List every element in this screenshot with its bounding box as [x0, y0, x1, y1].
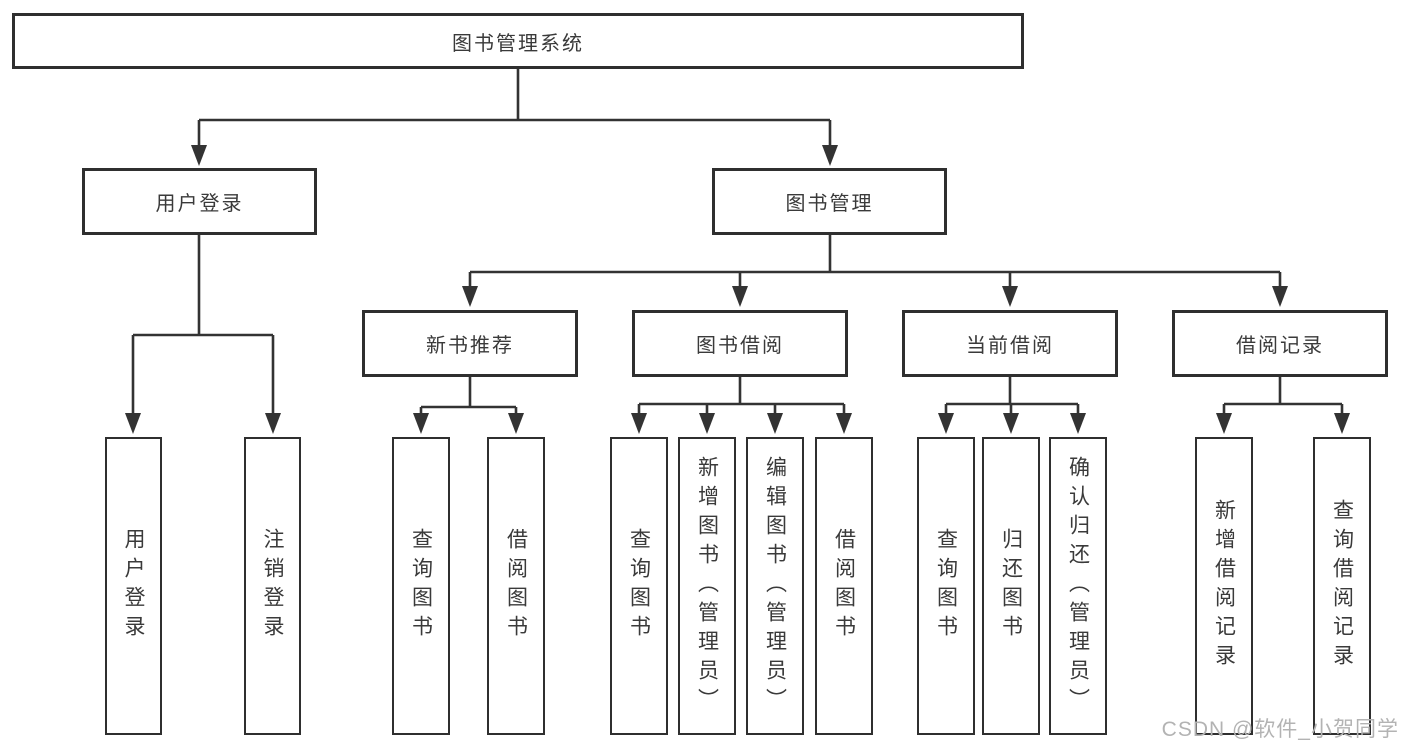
- node-book-management-label: 图书管理: [785, 193, 874, 215]
- leaf-records-query-record: 查询借阅记录: [1313, 437, 1371, 735]
- node-current-borrow-label: 当前借阅: [966, 335, 1054, 357]
- leaf-recommend-borrow-books-label: 借阅图书: [504, 528, 528, 644]
- node-book-borrow-label: 图书借阅: [696, 335, 784, 357]
- node-root-label: 图书管理系统: [452, 32, 584, 55]
- leaf-borrow-query-books-label: 查询图书: [627, 528, 651, 644]
- leaf-borrow-add-books-admin: 新增图书（管理员）: [678, 437, 736, 735]
- leaf-current-query-books-label: 查询图书: [934, 528, 958, 644]
- node-new-book-recommend-label: 新书推荐: [426, 335, 514, 357]
- leaf-borrow-edit-books-admin: 编辑图书（管理员）: [746, 437, 804, 735]
- node-user-login: 用户登录: [82, 168, 317, 235]
- leaf-current-confirm-return-admin-label: 确认归还（管理员）: [1066, 455, 1090, 717]
- node-borrow-records-label: 借阅记录: [1236, 335, 1324, 357]
- leaf-user-login: 用户登录: [105, 437, 162, 735]
- leaf-current-return-books-label: 归还图书: [999, 528, 1023, 644]
- leaf-borrow-borrow-books-label: 借阅图书: [832, 528, 856, 644]
- leaf-recommend-borrow-books: 借阅图书: [487, 437, 545, 735]
- node-new-book-recommend: 新书推荐: [362, 310, 578, 377]
- node-user-login-label: 用户登录: [155, 193, 244, 215]
- leaf-recommend-query-books-label: 查询图书: [409, 528, 433, 644]
- node-book-management: 图书管理: [712, 168, 947, 235]
- watermark: CSDN @软件_小贺同学: [1161, 718, 1399, 741]
- leaf-records-add-record-label: 新增借阅记录: [1212, 499, 1236, 673]
- leaf-borrow-edit-books-admin-label: 编辑图书（管理员）: [763, 455, 787, 717]
- node-root: 图书管理系统: [12, 13, 1024, 69]
- leaf-current-query-books: 查询图书: [917, 437, 975, 735]
- leaf-user-login-label: 用户登录: [122, 528, 145, 644]
- leaf-logout-label: 注销登录: [261, 528, 284, 644]
- node-borrow-records: 借阅记录: [1172, 310, 1388, 377]
- node-current-borrow: 当前借阅: [902, 310, 1118, 377]
- leaf-borrow-borrow-books: 借阅图书: [815, 437, 873, 735]
- leaf-records-query-record-label: 查询借阅记录: [1330, 499, 1354, 673]
- node-book-borrow: 图书借阅: [632, 310, 848, 377]
- leaf-records-add-record: 新增借阅记录: [1195, 437, 1253, 735]
- leaf-recommend-query-books: 查询图书: [392, 437, 450, 735]
- leaf-borrow-add-books-admin-label: 新增图书（管理员）: [695, 455, 719, 717]
- leaf-current-confirm-return-admin: 确认归还（管理员）: [1049, 437, 1107, 735]
- leaf-logout: 注销登录: [244, 437, 301, 735]
- leaf-current-return-books: 归还图书: [982, 437, 1040, 735]
- leaf-borrow-query-books: 查询图书: [610, 437, 668, 735]
